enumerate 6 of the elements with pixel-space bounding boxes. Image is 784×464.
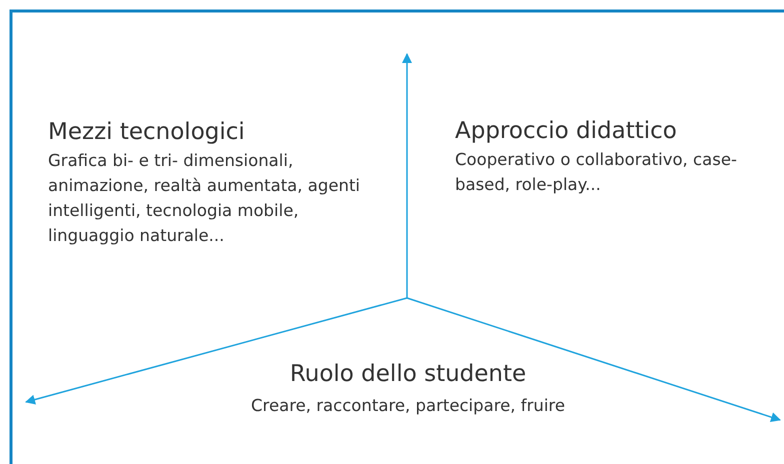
description-text: Grafica bi- e tri- dimensionali, animazione, realtà aumentata, agenti intelligenti, tecnologia mobile, linguaggio naturale... [48, 150, 362, 247]
description-text: Creare, raccontare, partecipare, fruire [250, 395, 566, 417]
section-heading: Mezzi tecnologici [48, 118, 246, 146]
section-heading: Ruolo dello studente [288, 360, 528, 388]
description-text: Cooperativo o collaborativo, case-based, role-play... [455, 149, 738, 196]
section-heading: Approccio didattico [455, 117, 678, 145]
